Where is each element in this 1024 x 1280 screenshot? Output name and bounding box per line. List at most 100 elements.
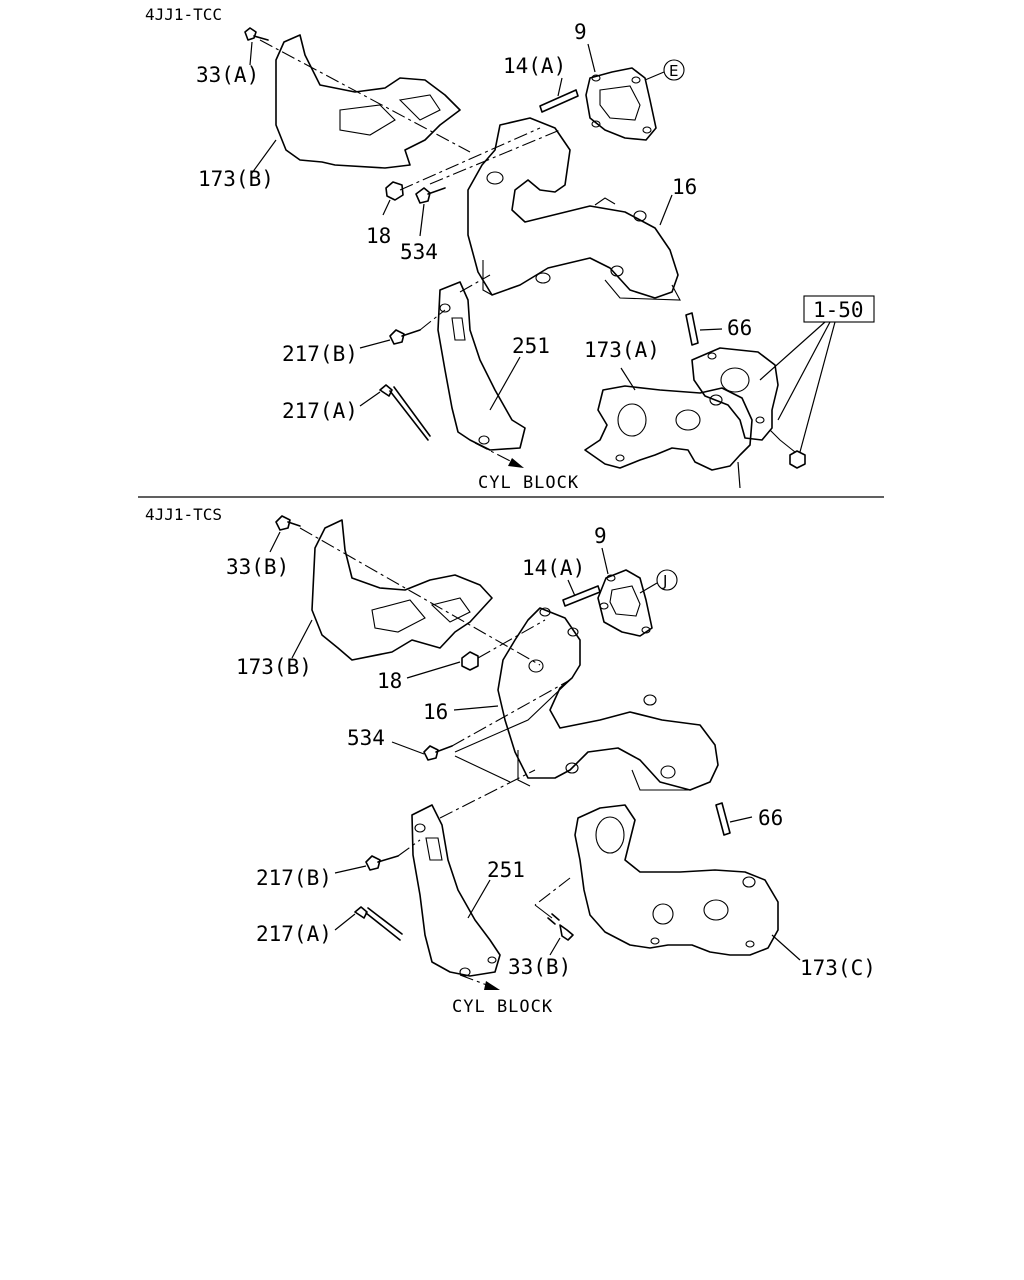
gasket-9: [597, 569, 653, 637]
label-33b-lower: 33(B): [508, 955, 571, 979]
leader-line: [251, 139, 277, 174]
alignment-line: [419, 309, 446, 331]
leader-line: [334, 913, 356, 931]
label-251: 251: [512, 334, 550, 358]
heat-shield-173c: [574, 804, 779, 956]
heat-shield-173b: [275, 34, 461, 169]
alignment-line: [399, 127, 541, 191]
bracket-251: [437, 281, 526, 451]
gasket-9: [585, 67, 657, 141]
callout-j-letter: J: [662, 572, 667, 590]
label-173b: 173(B): [236, 655, 312, 679]
stud-14a: [562, 585, 601, 607]
leader-line: [291, 619, 313, 659]
label-251: 251: [487, 858, 525, 882]
alignment-line: [477, 619, 546, 659]
leader-line: [729, 816, 753, 823]
stud-66: [715, 802, 731, 836]
leader-line: [489, 356, 521, 411]
label-66: 66: [727, 316, 752, 340]
alignment-line: [299, 527, 541, 666]
leader-line: [334, 865, 367, 874]
alignment-line: [439, 769, 536, 819]
label-66: 66: [758, 806, 783, 830]
leader-line: [759, 321, 826, 381]
section-tcc: 4JJ1-TCC E: [145, 5, 875, 493]
section-tcs: 4JJ1-TCS J: [145, 505, 876, 1017]
exhaust-manifold-16: [497, 607, 719, 791]
leader-line: [601, 547, 609, 575]
bolt-33a: [244, 27, 269, 41]
leader-line: [549, 937, 561, 956]
leader-line: [777, 321, 831, 421]
bolt-217a: [379, 384, 431, 441]
bolt-534: [415, 187, 446, 204]
leader-line: [557, 77, 563, 97]
leader-line: [406, 661, 461, 679]
flange: [691, 347, 779, 441]
label-16: 16: [672, 175, 697, 199]
nut: [789, 450, 806, 469]
label-217b: 217(B): [256, 866, 332, 890]
section-header: 4JJ1-TCC: [145, 5, 222, 24]
nut-18: [461, 651, 479, 671]
leader-line: [391, 741, 425, 755]
bolt-33b: [275, 515, 301, 531]
label-173b: 173(B): [198, 167, 274, 191]
label-1-50: 1-50: [813, 298, 864, 322]
leader-line: [269, 531, 281, 553]
reference-box-1-50: [803, 295, 875, 323]
bolt-217b: [389, 329, 421, 345]
label-16: 16: [423, 700, 448, 724]
alignment-line: [459, 274, 491, 293]
callout-j: [656, 569, 678, 591]
nut-18: [385, 181, 404, 201]
label-217a: 217(A): [282, 399, 358, 423]
callout-e: [663, 59, 685, 81]
stud-14a: [539, 89, 579, 113]
label-217b: 217(B): [282, 342, 358, 366]
label-217a: 217(A): [256, 922, 332, 946]
leader-line: [419, 203, 425, 237]
leader-line: [453, 705, 499, 711]
leader-line: [249, 41, 253, 66]
leader-line: [799, 321, 836, 453]
leader-line: [659, 194, 673, 226]
label-9: 9: [574, 20, 587, 44]
leader-line: [699, 328, 723, 331]
leader-line: [359, 391, 381, 407]
alignment-line: [259, 39, 471, 153]
label-14a: 14(A): [503, 54, 566, 78]
label-534: 534: [400, 240, 438, 264]
label-33b: 33(B): [226, 555, 289, 579]
stud-66: [685, 312, 699, 346]
bolt-33b-lower: [547, 913, 574, 941]
leader-line: [737, 461, 741, 489]
cyl-block-label: CYL BLOCK: [452, 997, 553, 1017]
alignment-line: [429, 129, 561, 185]
leader-line: [359, 339, 391, 349]
label-18: 18: [377, 669, 402, 693]
label-534: 534: [347, 726, 385, 750]
alignment-line: [397, 839, 421, 857]
label-173c: 173(C): [800, 956, 876, 980]
leader-line: [567, 579, 576, 597]
callout-e-letter: E: [669, 62, 678, 80]
bolt-217b: [365, 855, 399, 871]
label-14a: 14(A): [522, 556, 585, 580]
leader-line: [467, 879, 491, 919]
leader-line: [382, 199, 391, 216]
bolt-534: [423, 745, 453, 761]
cyl-block-label: CYL BLOCK: [478, 473, 579, 493]
bolt-217a: [354, 906, 403, 941]
label-173a: 173(A): [584, 338, 660, 362]
alignment-line: [451, 679, 571, 747]
alignment-line: [534, 877, 571, 906]
label-9: 9: [594, 524, 607, 548]
leader-line: [620, 367, 636, 391]
alignment-line: [474, 442, 521, 467]
section-header: 4JJ1-TCS: [145, 505, 222, 524]
leader-line: [771, 934, 801, 961]
